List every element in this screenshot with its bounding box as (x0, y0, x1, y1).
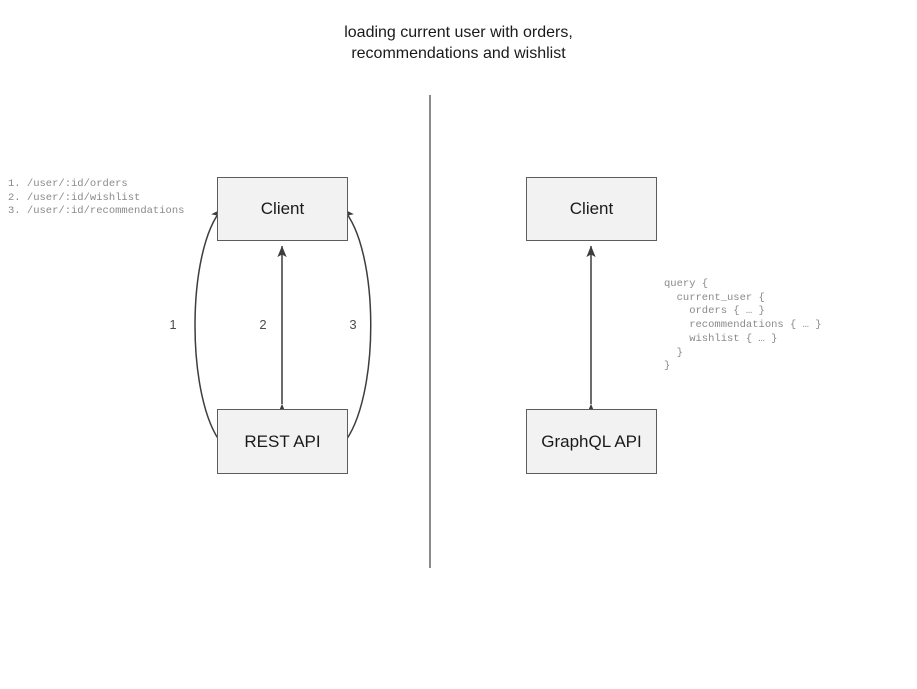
rest-api-node: REST API (217, 409, 348, 474)
rest-connector-3 (332, 208, 372, 456)
graphql-query-snippet: query { current_user { orders { … } reco… (664, 278, 822, 373)
rest-connector-2-label: 2 (259, 317, 267, 332)
rest-api-label: REST API (244, 431, 321, 451)
rest-endpoint-list: 1. /user/:id/orders 2. /user/:id/wishlis… (8, 178, 185, 218)
rest-client-label: Client (260, 199, 305, 218)
graphql-api-node: GraphQL API (526, 409, 657, 474)
graphql-client-node: Client (526, 177, 657, 241)
rest-connector-3-label: 3 (349, 317, 357, 332)
rest-client-node: Client (217, 177, 348, 241)
rest-connector-1-label: 1 (169, 317, 177, 332)
graphql-api-label: GraphQL API (541, 431, 642, 451)
diagram-title: loading current user with orders, recomm… (344, 24, 573, 62)
graphql-client-label: Client (569, 199, 614, 218)
rest-connector-1 (194, 208, 233, 456)
